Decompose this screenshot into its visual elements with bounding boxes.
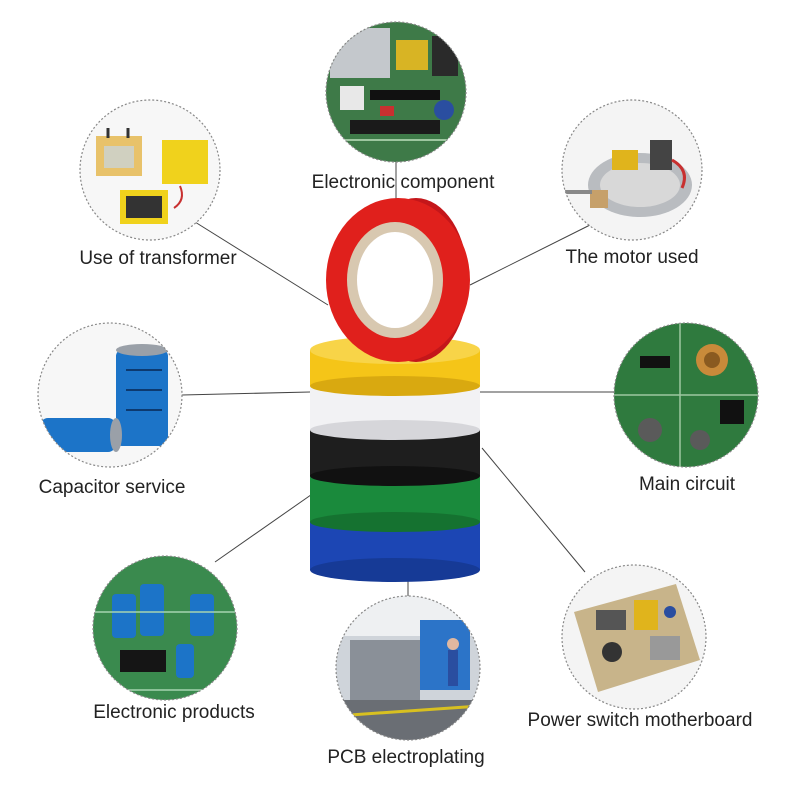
electronic-products-photo xyxy=(92,555,238,701)
capacitor-photo xyxy=(37,322,183,468)
label-main-circuit: Main circuit xyxy=(638,474,736,495)
circle-border xyxy=(37,322,183,468)
label-motor: The motor used xyxy=(565,247,699,268)
label-transformer: Use of transformer xyxy=(79,248,237,269)
tape-roll-red xyxy=(326,198,470,362)
circle-border xyxy=(561,99,703,241)
electronic-component-photo xyxy=(325,21,467,163)
circle-border xyxy=(79,99,221,241)
pcb-electroplating-photo xyxy=(335,595,481,741)
tape-stack xyxy=(310,198,480,582)
leader-line-capacitor xyxy=(181,391,311,396)
leader-line-transformer xyxy=(194,221,329,306)
leader-line-products xyxy=(214,489,319,563)
label-pcb-electroplating: PCB electroplating xyxy=(327,747,485,768)
circle-border xyxy=(561,564,707,710)
label-capacitor: Capacitor service xyxy=(38,477,186,498)
main-circuit-photo xyxy=(613,322,759,468)
circle-border xyxy=(613,322,759,468)
label-electronic-component: Electronic component xyxy=(311,172,495,193)
leader-line-motor xyxy=(469,224,591,286)
circle-border xyxy=(92,555,238,701)
circle-border xyxy=(335,595,481,741)
label-electronic-products: Electronic products xyxy=(93,702,255,723)
circle-border xyxy=(325,21,467,163)
label-power-switch: Power switch motherboard xyxy=(527,710,753,731)
transformer-photo xyxy=(79,99,221,241)
power-switch-photo xyxy=(561,564,707,710)
leader-lines xyxy=(181,162,614,596)
leader-line-power xyxy=(481,447,586,573)
motor-photo xyxy=(561,99,703,241)
